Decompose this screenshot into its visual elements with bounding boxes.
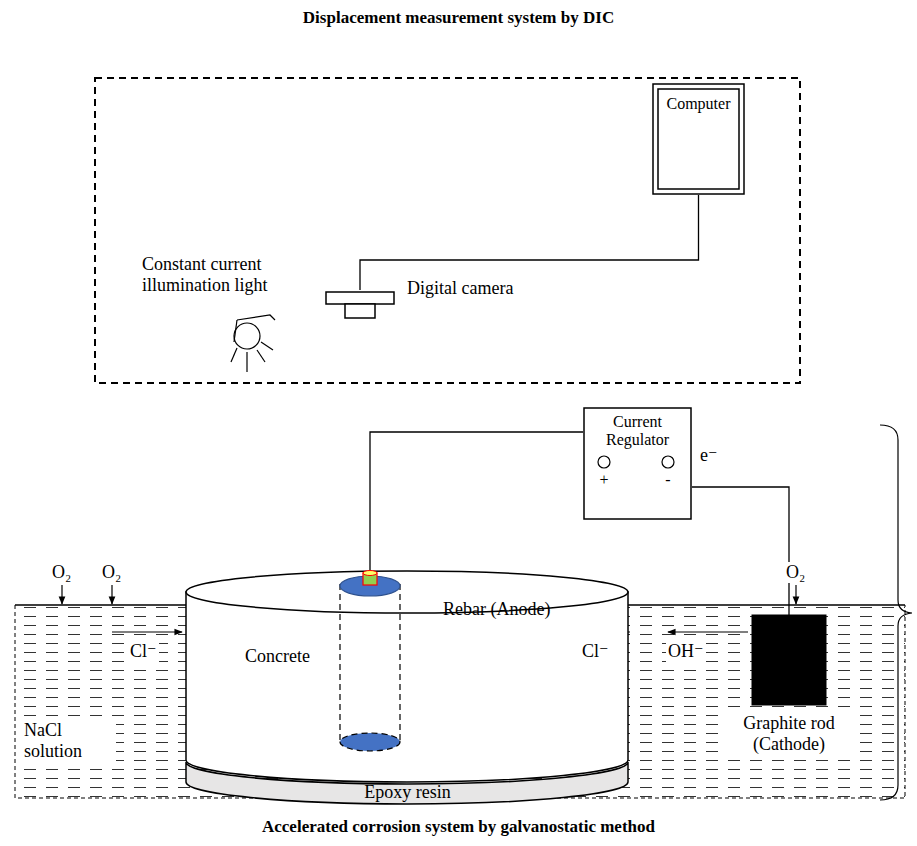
computer-box: Computer [652, 83, 745, 195]
digital-camera: Digital camera [325, 290, 395, 320]
epoxy-resin-base: Epoxy resin [185, 748, 630, 806]
illumination-light: Constant current illumination light [225, 312, 285, 374]
shape-stroke [246, 352, 247, 372]
graphite-rod-cathode: Graphite rod (Cathode) [752, 615, 826, 705]
node-outline [752, 615, 826, 705]
current-regulator: Current Regulator + - [583, 407, 692, 520]
shape-stroke [399, 584, 400, 742]
diagram-title: Displacement measurement system by DIC [0, 8, 917, 28]
node-text: + [596, 471, 612, 489]
shape-stroke [598, 456, 610, 468]
shape-stroke [186, 571, 628, 613]
shape-stroke [345, 304, 375, 318]
node-text: Rebar (Anode) [443, 599, 563, 620]
node-text: - [660, 471, 676, 489]
node-outline [335, 572, 405, 754]
shape-stroke [261, 342, 273, 350]
shape-stroke [662, 456, 674, 468]
node-text: Epoxy resin [345, 782, 470, 803]
annotation-label: OH⁻ [666, 641, 706, 662]
annotation-label: Cl⁻ [128, 641, 159, 662]
node-text: Current Regulator [589, 413, 686, 450]
shape-stroke [326, 292, 394, 304]
node-text: Computer [662, 95, 735, 113]
shape-stroke [257, 350, 265, 362]
shape-stroke [340, 733, 400, 751]
node-text: Digital camera [407, 278, 513, 299]
concrete-cylinder: Concrete Rebar (Anode) [185, 570, 630, 762]
node-text: Constant current illumination light [142, 254, 317, 295]
shape-stroke [231, 348, 237, 362]
wire-connector [692, 487, 789, 615]
node-outline [325, 290, 395, 320]
shape-stroke [234, 320, 237, 342]
shape-stroke [339, 584, 340, 742]
shape-stroke [752, 615, 826, 705]
annotation-label: O₂ [100, 562, 123, 583]
shape-stroke [234, 323, 260, 349]
node-text: Concrete [245, 646, 310, 667]
shape-stroke [363, 571, 377, 576]
shape-stroke [186, 592, 628, 782]
wire-connector [360, 195, 699, 290]
shape-stroke [653, 84, 744, 194]
shape-stroke [237, 315, 275, 320]
annotation-label: Cl⁻ [580, 641, 611, 662]
rebar-anode: Rebar (Anode) [335, 572, 405, 754]
annotation-label: O₂ [784, 562, 807, 583]
shape-stroke [186, 762, 628, 804]
dic-frame [95, 78, 800, 383]
node-outline [225, 312, 285, 374]
shape-stroke [658, 89, 739, 189]
wire-connector [370, 432, 583, 572]
annotation-label: NaCl solution [22, 720, 116, 761]
shape-stroke [584, 408, 691, 519]
edge-label: e⁻ [698, 445, 720, 466]
node-text: Graphite rod (Cathode) [719, 713, 859, 754]
annotation-label: O₂ [50, 562, 73, 583]
diagram-caption: Accelerated corrosion system by galvanos… [0, 817, 917, 837]
bracket [880, 425, 912, 800]
